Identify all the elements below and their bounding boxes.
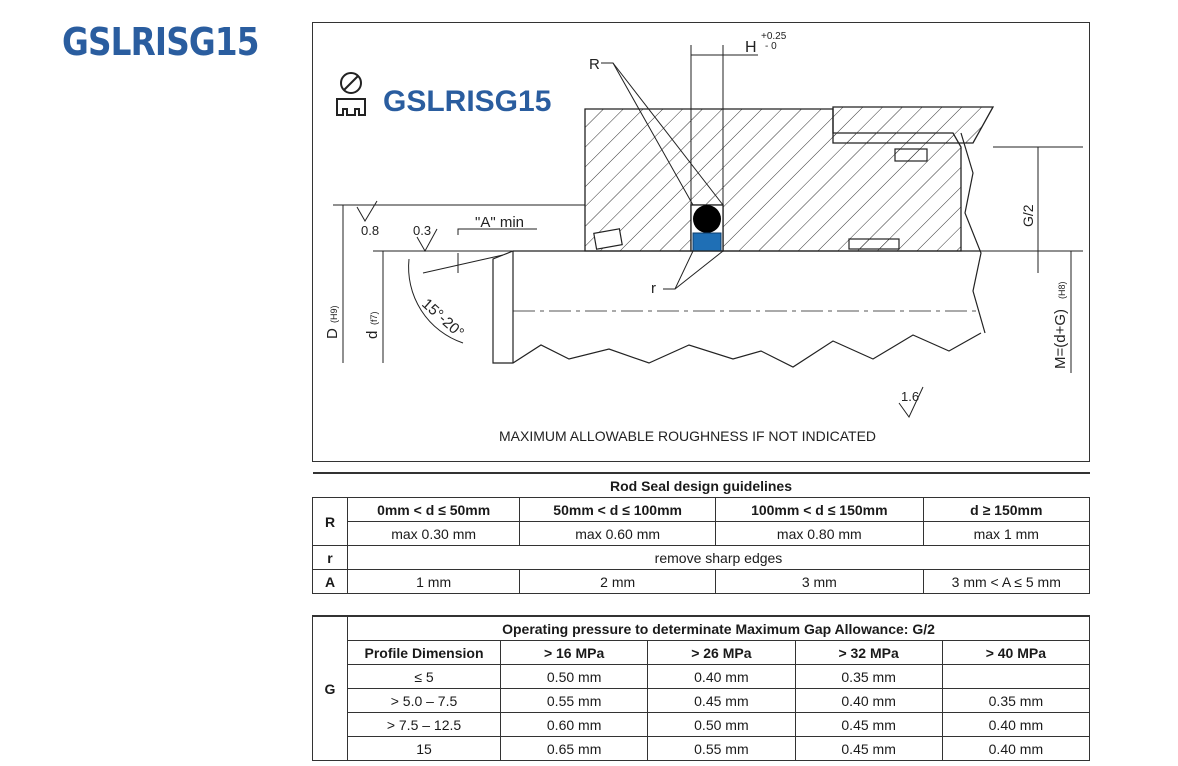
dim-d: d: [364, 331, 381, 339]
table-cell: 0.35 mm: [794, 664, 943, 689]
tol-lower: - 0: [765, 41, 777, 52]
gap-table-title: Operating pressure to determinate Maximu…: [347, 615, 1090, 641]
table-cell: 0.40 mm: [941, 736, 1091, 761]
roughness-symbol-08: [356, 200, 378, 222]
table-cell: max 0.30 mm: [346, 521, 521, 546]
rough-16: 1.6: [901, 389, 919, 404]
gap-header: > 40 MPa: [941, 640, 1091, 665]
table-cell: 0.60 mm: [499, 712, 649, 737]
gap-header: Profile Dimension: [347, 640, 501, 665]
break-line: [960, 132, 986, 334]
gap-header: > 32 MPa: [794, 640, 943, 665]
roughness-note: MAXIMUM ALLOWABLE ROUGHNESS IF NOT INDIC…: [499, 428, 876, 444]
dim-D: D: [324, 328, 341, 339]
roughness-symbol-03: [416, 228, 438, 253]
table-cell: 3 mm < A ≤ 5 mm: [922, 569, 1091, 594]
dim-M-sub: (H8): [1057, 281, 1067, 299]
row-label-A: A: [312, 569, 348, 594]
table-cell: 0.55 mm: [499, 688, 649, 713]
rod-break: [492, 254, 982, 368]
logo-text: GSLRISG15: [383, 85, 551, 118]
logo-icon: [336, 72, 366, 116]
table-cell: 0.45 mm: [647, 688, 796, 713]
range-2: 50mm < d ≤ 100mm: [519, 497, 717, 522]
technical-drawing: GSLRISG15 H +0.25 - 0 R: [312, 22, 1090, 462]
label-r: r: [651, 280, 656, 297]
roughness-symbol-16: [898, 386, 924, 418]
cover-insert: [894, 148, 928, 162]
table-cell: 0.45 mm: [794, 736, 943, 761]
angle-label: 15°-20°: [418, 295, 467, 341]
table-cell: > 5.0 – 7.5: [347, 688, 501, 713]
table-row: > 7.5 – 12.5 0.60 mm 0.50 mm 0.45 mm 0.4…: [313, 712, 1091, 737]
rough-03: 0.3: [413, 223, 431, 238]
table-cell: 0.40 mm: [941, 712, 1091, 737]
gap-header: > 26 MPa: [647, 640, 796, 665]
table-cell: remove sharp edges: [347, 545, 1090, 570]
rod-seal-table: Rod Seal design guidelines R 0mm < d ≤ 5…: [312, 472, 1091, 594]
row-label-r: r: [312, 545, 348, 570]
table-cell: 0.35 mm: [941, 688, 1091, 713]
dim-M: M=(d+G): [1052, 309, 1069, 369]
range-4: d ≥ 150mm: [922, 497, 1091, 522]
range-1: 0mm < d ≤ 50mm: [346, 497, 521, 522]
table-cell: 0.50 mm: [499, 664, 649, 689]
page-title: GSLRISG15: [62, 20, 259, 64]
dim-G2: G/2: [1020, 204, 1036, 227]
table-cell: 0.40 mm: [647, 664, 796, 689]
seal-ring: [692, 232, 722, 252]
table-cell: ≤ 5: [347, 664, 501, 689]
table-cell: 0.50 mm: [647, 712, 796, 737]
table-cell: 0.55 mm: [647, 736, 796, 761]
row-label-R: R: [312, 497, 348, 546]
table-cell: 0.40 mm: [794, 688, 943, 713]
a-min: "A" min: [475, 214, 524, 231]
table-cell: 1 mm: [346, 569, 521, 594]
table-row: 15 0.65 mm 0.55 mm 0.45 mm 0.40 mm: [313, 736, 1091, 761]
table-cell: max 0.60 mm: [519, 521, 717, 546]
table-cell: 15: [347, 736, 501, 761]
table-row: > 5.0 – 7.5 0.55 mm 0.45 mm 0.40 mm 0.35…: [313, 688, 1091, 713]
housing-cover: [832, 106, 995, 144]
drawing-svg: GSLRISG15 H +0.25 - 0 R: [324, 31, 1083, 444]
tol-upper: +0.25: [761, 31, 787, 42]
seal-oring: [693, 205, 721, 233]
table-cell: [941, 664, 1091, 689]
rough-08: 0.8: [361, 223, 379, 238]
guide-ring: [848, 238, 900, 250]
wiper-insert: [593, 228, 623, 250]
table-row: ≤ 5 0.50 mm 0.40 mm 0.35 mm: [313, 664, 1091, 689]
gap-header: > 16 MPa: [499, 640, 649, 665]
table-cell: 0.45 mm: [794, 712, 943, 737]
table-cell: 0.65 mm: [499, 736, 649, 761]
table-cell: > 7.5 – 12.5: [347, 712, 501, 737]
label-R: R: [589, 56, 600, 73]
range-3: 100mm < d ≤ 150mm: [715, 497, 924, 522]
rod-table-title: Rod Seal design guidelines: [312, 472, 1090, 498]
table-cell: max 0.80 mm: [715, 521, 924, 546]
label-H: H: [745, 39, 757, 56]
dim-d-sub: (f7): [369, 311, 379, 325]
angle-arc: [408, 258, 464, 344]
chamfer-line: [422, 254, 504, 274]
dim-D-sub: (H9): [329, 305, 339, 323]
gap-table: G Operating pressure to determinate Maxi…: [312, 615, 1091, 761]
table-cell: max 1 mm: [922, 521, 1091, 546]
table-cell: 2 mm: [519, 569, 717, 594]
row-label-G: G: [312, 615, 348, 761]
table-cell: 3 mm: [715, 569, 924, 594]
